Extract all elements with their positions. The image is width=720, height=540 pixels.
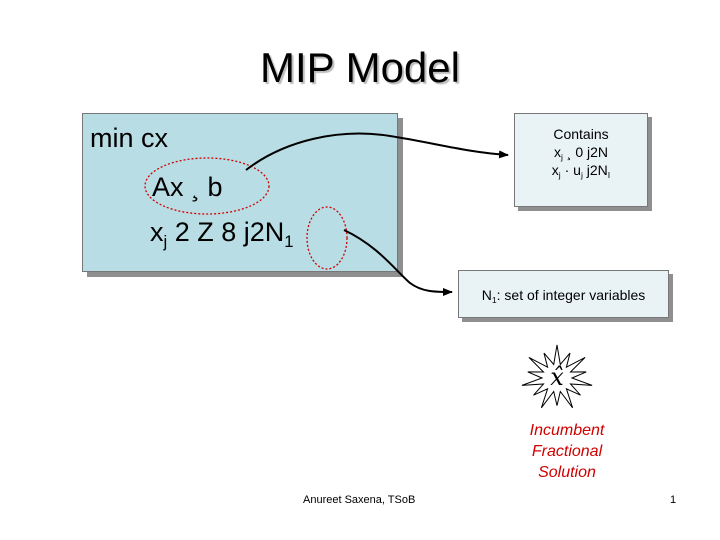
integrality-rest: 2 Z 8 j2N [167,217,285,247]
integrality-line: xj 2 Z 8 j2N1 [150,216,294,251]
incumbent-line2: Fractional [531,443,603,460]
contains-l2-sub3: I [607,170,611,181]
starburst-shape [521,344,593,409]
contains-arrow [245,132,509,171]
integrality-var: x [150,217,164,247]
mip-model-box [82,113,398,272]
contains-upper-line: xj · uj j2NI [515,161,647,179]
n1-text: : set of integer variables [496,287,646,303]
footer-author: Anureet Saxena, TSoB [303,494,416,506]
contains-l1-sub: j [560,152,563,163]
contains-title: Contains [553,126,609,142]
integrality-set-sub: 1 [284,231,294,251]
incumbent-line3: Solution [538,464,596,481]
contains-box: Contains xj ¸ 0 j2N xj · uj j2NI [514,113,648,207]
contains-nonneg-line: xj ¸ 0 j2N [515,143,647,161]
incumbent-label: Incumbent Fractional Solution [497,420,637,483]
integer-set-highlight-ellipse [306,206,348,270]
contains-l2-sub2: j [580,170,583,181]
contains-l2-mid: · u [560,162,581,178]
integer-set-arrow [343,229,453,296]
objective-line: min cx [90,123,169,153]
incumbent-line1: Incumbent [529,422,605,439]
starburst-icon [521,344,593,409]
n1-prefix: N [481,287,492,303]
incumbent-symbol: x̂ [550,363,564,391]
contains-l2-var: x [551,162,559,178]
contains-l1-rest: ¸ 0 j2N [562,144,609,160]
contains-l1-var: x [553,144,561,160]
constraint-highlight-ellipse [144,157,270,215]
contains-l2-rest: j2N [582,162,608,178]
integrality-var-sub: j [163,231,168,251]
slide-title: MIP Model [260,44,460,91]
n1-sub: 1 [491,295,497,306]
constraint-line: Ax ¸ b [152,172,223,202]
integer-set-box: N1: set of integer variables [458,270,669,318]
page-number: 1 [670,494,677,506]
contains-l2-sub: j [558,170,561,181]
